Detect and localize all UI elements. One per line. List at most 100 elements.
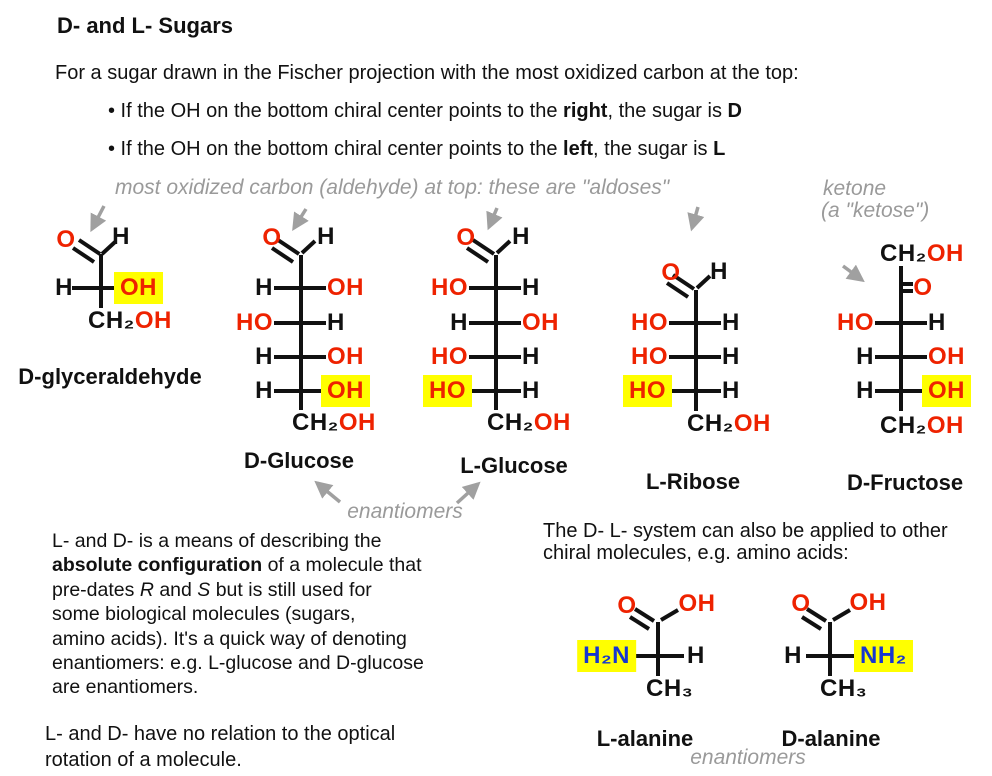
ch2oh-label: CH₂OH xyxy=(292,409,376,437)
substituent-left: H xyxy=(856,343,874,370)
ch2oh-top-label: CH₂OH xyxy=(880,240,964,268)
substituent-left: H xyxy=(856,377,874,404)
ch2oh-label: CH₂OH xyxy=(88,307,172,335)
ch2-part: CH₂ xyxy=(88,307,135,334)
oh-part: OH xyxy=(926,412,964,439)
hydrogen-label: H xyxy=(317,223,335,250)
oxygen-label: O xyxy=(456,224,476,251)
paragraph-line: absolute configuration of a molecule tha… xyxy=(52,554,422,577)
rule-bullet-right: • If the OH on the bottom chiral center … xyxy=(108,100,742,122)
enantiomer-arrow-left-icon xyxy=(314,480,342,504)
bond-lines xyxy=(71,238,927,676)
substituent-left: H xyxy=(450,309,468,336)
hydrogen-label: H xyxy=(687,642,705,669)
ketone-arrow-icon xyxy=(841,264,865,283)
ketone-note-line2: (a "ketose") xyxy=(821,199,930,222)
amino-acid-intro: The D- L- system can also be applied to … xyxy=(543,520,948,564)
hydroxyl-label: OH xyxy=(849,589,887,616)
molecule-label: D-Glucose xyxy=(243,448,355,473)
substituent-left: H xyxy=(255,343,273,370)
aldoses-note: most oxidized carbon (aldehyde) at top: … xyxy=(115,176,670,199)
substituent-left: HO xyxy=(431,274,468,301)
substituent-right: OH xyxy=(522,309,559,336)
highlighted-hydroxyl: OH xyxy=(321,375,370,407)
molecule-label: D-Fructose xyxy=(846,470,964,495)
intro-text: For a sugar drawn in the Fischer project… xyxy=(55,62,799,84)
oh-part: OH xyxy=(733,410,771,437)
paragraph-line: pre-dates R and S but is still used for xyxy=(52,578,372,601)
hydrogen-label: H xyxy=(784,642,802,669)
rule-bullet-left: • If the OH on the bottom chiral center … xyxy=(108,138,726,160)
substituent-right: H xyxy=(327,309,345,336)
paragraph-line: rotation of a molecule. xyxy=(45,748,242,771)
substituent-right: H xyxy=(722,343,740,370)
down-arrow-icon xyxy=(486,207,503,231)
substituent-left: HO xyxy=(431,343,468,370)
ch2-part: CH₂ xyxy=(687,410,734,437)
gray-pointer-arrows xyxy=(90,205,865,505)
substituent-left: HO xyxy=(631,343,668,370)
enantiomers-note-sugars: enantiomers xyxy=(347,500,463,523)
down-arrow-icon xyxy=(90,205,107,233)
oxygen-label: O xyxy=(791,590,811,617)
ch2oh-label: CH₂OH xyxy=(487,409,571,437)
oh-part: OH xyxy=(134,307,172,334)
substituent-right: H xyxy=(522,274,540,301)
substituent-right: OH xyxy=(928,343,965,370)
oh-part: OH xyxy=(533,409,571,436)
substituent-right: OH xyxy=(327,343,364,370)
enantiomer-arrow-right-icon xyxy=(455,481,481,505)
highlighted-hydroxyl: OH xyxy=(922,375,971,407)
hydrogen-label: H xyxy=(512,223,530,250)
ketone-oxygen-label: O xyxy=(913,274,933,301)
ch2-part: CH₂ xyxy=(880,240,927,267)
hydroxyl-label: OH xyxy=(678,590,716,617)
substituent-right: OH xyxy=(327,274,364,301)
paragraph-line: are enantiomers. xyxy=(52,676,199,699)
paragraph-line: some biological molecules (sugars, xyxy=(52,603,356,626)
highlighted-hydroxyl: HO xyxy=(423,375,472,407)
substituent-right: H xyxy=(522,343,540,370)
oh-part: OH xyxy=(926,240,964,267)
molecule-label: L-Glucose xyxy=(460,453,568,478)
substituent-left: HO xyxy=(236,309,273,336)
paragraph-line: chiral molecules, e.g. amino acids: xyxy=(543,541,849,564)
enantiomers-note-alanine: enantiomers xyxy=(690,746,806,769)
ch2-part: CH₂ xyxy=(880,412,927,439)
ch2oh-label: CH₂OH xyxy=(880,412,964,440)
substituent-right: H xyxy=(722,309,740,336)
down-arrow-icon xyxy=(687,206,705,232)
paragraph-line: L- and D- have no relation to the optica… xyxy=(45,723,396,745)
substituent-left: H xyxy=(55,274,73,301)
optical-rotation-note: L- and D- have no relation to the optica… xyxy=(45,722,395,773)
down-arrow-icon xyxy=(292,208,309,231)
molecule-label: L-Ribose xyxy=(645,469,741,494)
highlighted-hydroxyl: HO xyxy=(623,375,672,407)
oxygen-label: O xyxy=(661,259,681,286)
methyl-label: CH₃ xyxy=(820,675,868,702)
molecule-label: L-alanine xyxy=(596,726,694,751)
ch2oh-label: CH₂OH xyxy=(687,410,771,438)
substituent-left: H xyxy=(255,274,273,301)
substituent-left: HO xyxy=(631,309,668,336)
paragraph-line: amino acids). It's a quick way of denoti… xyxy=(52,627,407,650)
substituent-left: HO xyxy=(837,309,874,336)
highlighted-hydroxyl: OH xyxy=(114,272,163,304)
paragraph-line: The D- L- system can also be applied to … xyxy=(543,520,948,542)
highlighted-amine: NH₂ xyxy=(854,640,913,672)
molecule-label: D-glyceraldehyde xyxy=(18,364,202,389)
hydrogen-label: H xyxy=(710,258,728,285)
substituent-right: H xyxy=(522,377,540,404)
methyl-label: CH₃ xyxy=(646,675,694,702)
ch2-part: CH₂ xyxy=(487,409,534,436)
highlighted-amine: H₂N xyxy=(577,640,636,672)
molecule-label: D-alanine xyxy=(781,726,881,751)
oxygen-label: O xyxy=(262,224,282,251)
paragraph-line: L- and D- is a means of describing the xyxy=(52,530,382,552)
ketone-note-line1: ketone xyxy=(823,177,887,200)
dl-description-paragraph: L- and D- is a means of describing the a… xyxy=(52,529,424,700)
oxygen-label: O xyxy=(56,226,76,253)
substituent-right: H xyxy=(928,309,946,336)
paragraph-line: enantiomers: e.g. L-glucose and D-glucos… xyxy=(52,652,424,675)
